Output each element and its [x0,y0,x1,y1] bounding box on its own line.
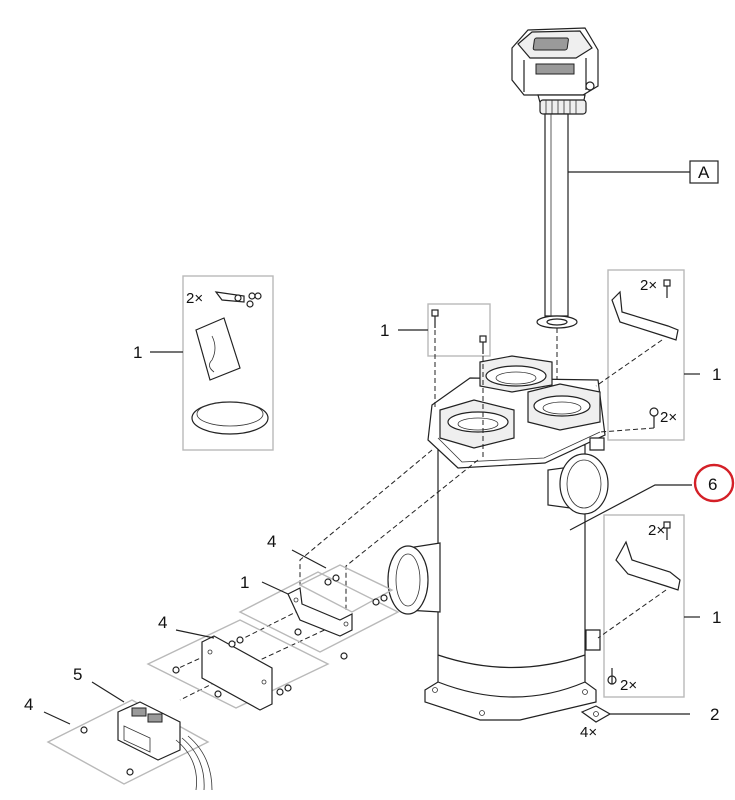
kit-label-right-upper: 1 [712,365,721,384]
filter-housing [387,355,692,721]
bracket-group [238,549,400,660]
kit-label-left: 1 [133,343,142,362]
kit-top-mid-group [398,303,491,458]
qty-right-lower-nut: 2× [620,677,637,694]
gasket-plate-group [146,619,330,711]
mounting-foot [580,705,690,723]
kit-label-right-lower: 1 [712,608,721,627]
kit-right-lower-group [597,514,700,698]
item-label-6: 6 [708,475,717,494]
item-label-4-mid: 4 [158,613,167,632]
tube-assembly-a [511,27,719,329]
item-label-4-lower: 4 [24,695,33,714]
item-label-4-upper: 4 [267,532,276,551]
item-label-2: 2 [710,705,719,724]
kit-left-group [150,275,274,451]
qty-right-upper-screw: 2× [640,277,657,294]
kit-right-upper-group [595,269,700,441]
ref-label-a: A [698,163,710,182]
highlight-ring [693,463,735,503]
qty-right-upper-nut: 2× [660,409,677,426]
control-unit-group [43,681,213,791]
qty-left-kit: 2× [186,290,203,307]
qty-foot: 4× [580,724,597,741]
kit-label-top-mid: 1 [380,321,389,340]
kit-label-bracket: 1 [240,573,249,592]
item-label-5: 5 [73,665,82,684]
qty-right-lower-screw: 2× [648,522,665,539]
